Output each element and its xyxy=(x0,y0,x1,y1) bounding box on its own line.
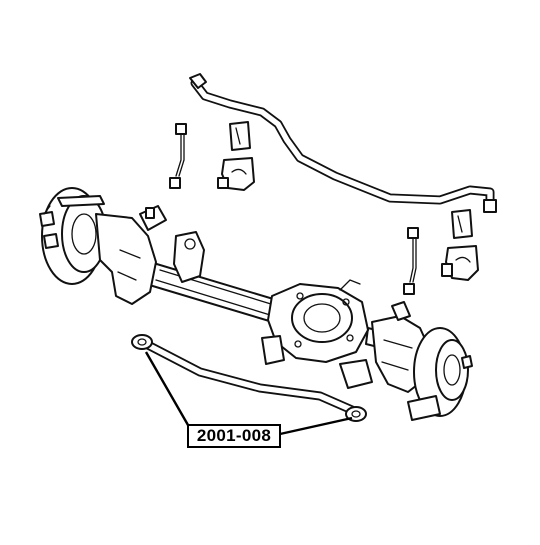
stabilizer-bushing-left xyxy=(229,121,251,151)
stabilizer-link-right xyxy=(403,227,419,295)
part-number-callout: 2001-008 xyxy=(187,424,281,448)
bushing-bracket-left xyxy=(217,157,255,191)
differential-housing xyxy=(261,279,369,365)
right-brake-rotor-hub xyxy=(407,327,473,421)
callout-leaders xyxy=(144,351,353,436)
track-bar xyxy=(131,334,367,422)
stabilizer-link-left xyxy=(169,123,187,189)
stabilizer-bushing-right xyxy=(451,209,473,239)
stabilizer-bar xyxy=(189,73,497,213)
left-brake-rotor-hub xyxy=(39,187,107,285)
left-steering-knuckle xyxy=(95,205,205,305)
bushing-bracket-right xyxy=(441,245,479,281)
part-number-label: 2001-008 xyxy=(196,426,272,445)
